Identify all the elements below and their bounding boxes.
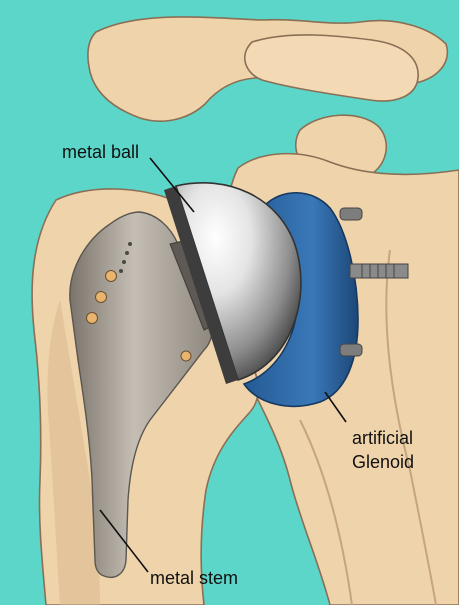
stem-dot: [128, 242, 132, 246]
stem-hole: [106, 271, 117, 282]
glenoid-peg: [340, 344, 362, 356]
glenoid-screw: [350, 264, 408, 278]
stem-hole: [181, 351, 191, 361]
glenoid-label-line2: Glenoid: [352, 452, 414, 472]
stem-hole: [87, 313, 98, 324]
stem-dot: [122, 260, 126, 264]
stem-dot: [125, 251, 129, 255]
stem-dot: [119, 269, 123, 273]
glenoid-label-line1: artificial: [352, 428, 413, 448]
metal-stem-label: metal stem: [150, 568, 238, 588]
stem-hole: [96, 292, 107, 303]
glenoid-peg: [340, 208, 362, 220]
metal-ball-label: metal ball: [62, 142, 139, 162]
